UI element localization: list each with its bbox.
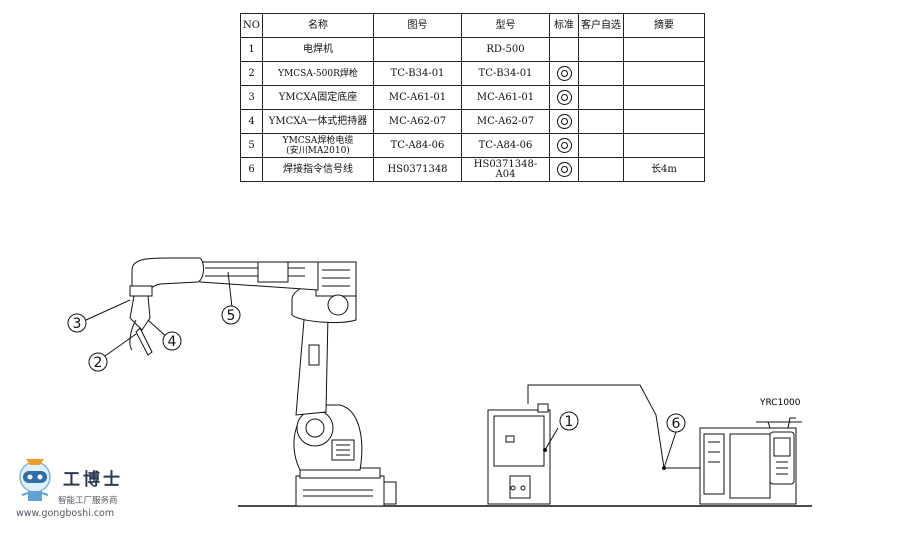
controller-switches <box>708 441 720 463</box>
callout-5 <box>221 305 241 325</box>
leader-1 <box>544 427 559 451</box>
double-circle-icon <box>556 90 572 105</box>
callout-4 <box>162 331 182 351</box>
controller-leader <box>767 421 771 429</box>
controller-side-panel <box>703 433 725 495</box>
parts-table: NO 名称 图号 型号 标准 客户自选 摘要 1 电焊机 RD-500 2 YM… <box>240 13 705 182</box>
robot-base <box>295 475 385 507</box>
welder-terminal-a <box>510 485 516 491</box>
callout-2 <box>88 352 108 372</box>
logo-slogan: 智能工厂服务商 <box>58 496 118 506</box>
callout-1-label: 1 <box>565 414 574 430</box>
cell-remark <box>623 109 705 134</box>
cell-standard <box>549 109 579 134</box>
cell-standard <box>549 157 579 182</box>
callout-5-label: 5 <box>227 308 236 324</box>
logo-brand: 工博士 <box>63 470 123 490</box>
teach-pendant-keys <box>776 461 788 475</box>
cell-drawing-no: HS0371348 <box>373 157 462 182</box>
cell-standard <box>549 133 579 158</box>
robot-forearm-block <box>257 261 289 283</box>
callout-6 <box>666 413 686 433</box>
signal-cable <box>527 384 700 469</box>
robot-joint-s-inner <box>305 418 325 438</box>
callout-3 <box>67 313 87 333</box>
double-circle-icon <box>556 162 572 177</box>
robot-motor-housing <box>315 261 357 297</box>
cell-optional <box>578 157 624 182</box>
robot-cable-box <box>331 439 355 461</box>
torch-mount <box>129 285 153 297</box>
table-row: 5 YMCSA焊枪电缆(安川MA2010) TC-A84-06 TC-A84-0… <box>240 133 705 158</box>
controller-label: YRC1000 <box>759 398 801 408</box>
header-remark: 摘要 <box>623 13 705 38</box>
welding-torch-neck <box>135 327 153 356</box>
welder-terminal-b <box>520 485 526 491</box>
leader-6 <box>663 431 677 469</box>
callouts <box>67 305 686 433</box>
teach-pendant-screen <box>773 437 791 457</box>
callout-4-label: 4 <box>168 334 177 350</box>
cell-remark: 长4m <box>623 157 705 182</box>
cell-remark <box>623 85 705 110</box>
cell-model: HS0371348-A04 <box>461 157 550 182</box>
robot-mascot-icon <box>19 459 51 501</box>
cell-name-line1: YMCSA焊枪电缆 <box>282 135 354 146</box>
leader-2 <box>104 333 137 357</box>
welder-top-handle <box>537 403 549 413</box>
robot-controller <box>699 417 802 505</box>
leader-3 <box>85 299 131 321</box>
robot-base-connector <box>383 481 397 505</box>
cell-model: MC-A61-01 <box>461 85 550 110</box>
double-circle-icon <box>556 66 572 81</box>
controller-front-panel <box>729 433 771 499</box>
welding-robot <box>129 257 397 507</box>
table-row: 1 电焊机 RD-500 <box>240 37 705 62</box>
welding-power-source <box>487 403 551 505</box>
callout-3-label: 3 <box>73 316 82 332</box>
welder-panel <box>493 415 545 467</box>
callout-6-label: 6 <box>672 416 681 432</box>
robot-lower-arm-detail <box>308 344 320 366</box>
cell-remark <box>623 37 705 62</box>
callout-1 <box>559 411 579 431</box>
welder-display <box>505 435 515 443</box>
callout-leaders <box>85 271 677 469</box>
double-circle-icon <box>556 114 572 129</box>
welder-terminals <box>509 475 531 499</box>
table-row: 6 焊接指令信号线 HS0371348 HS0371348-A04 长4m <box>240 157 705 182</box>
robot-base-detail <box>303 489 373 497</box>
cell-name-line2: (安川MA2010) <box>286 145 350 156</box>
callout-2-label: 2 <box>94 355 103 371</box>
torch-cable <box>129 319 137 351</box>
leader-5 <box>227 271 233 308</box>
pendant-hook <box>787 417 796 429</box>
robot-motor-fins <box>322 269 350 287</box>
cell-drawing-no: MC-A62-07 <box>373 109 462 134</box>
cell-model: RD-500 <box>461 37 550 62</box>
cell-name: 电焊机 <box>262 37 374 62</box>
double-circle-icon <box>556 138 572 153</box>
header-drawing-no: 图号 <box>373 13 462 38</box>
watermark-logo: 工博士 智能工厂服务商 www.gongboshi.com <box>8 455 148 535</box>
robot-joint-u <box>327 294 349 316</box>
logo-url: www.gongboshi.com <box>16 508 115 519</box>
